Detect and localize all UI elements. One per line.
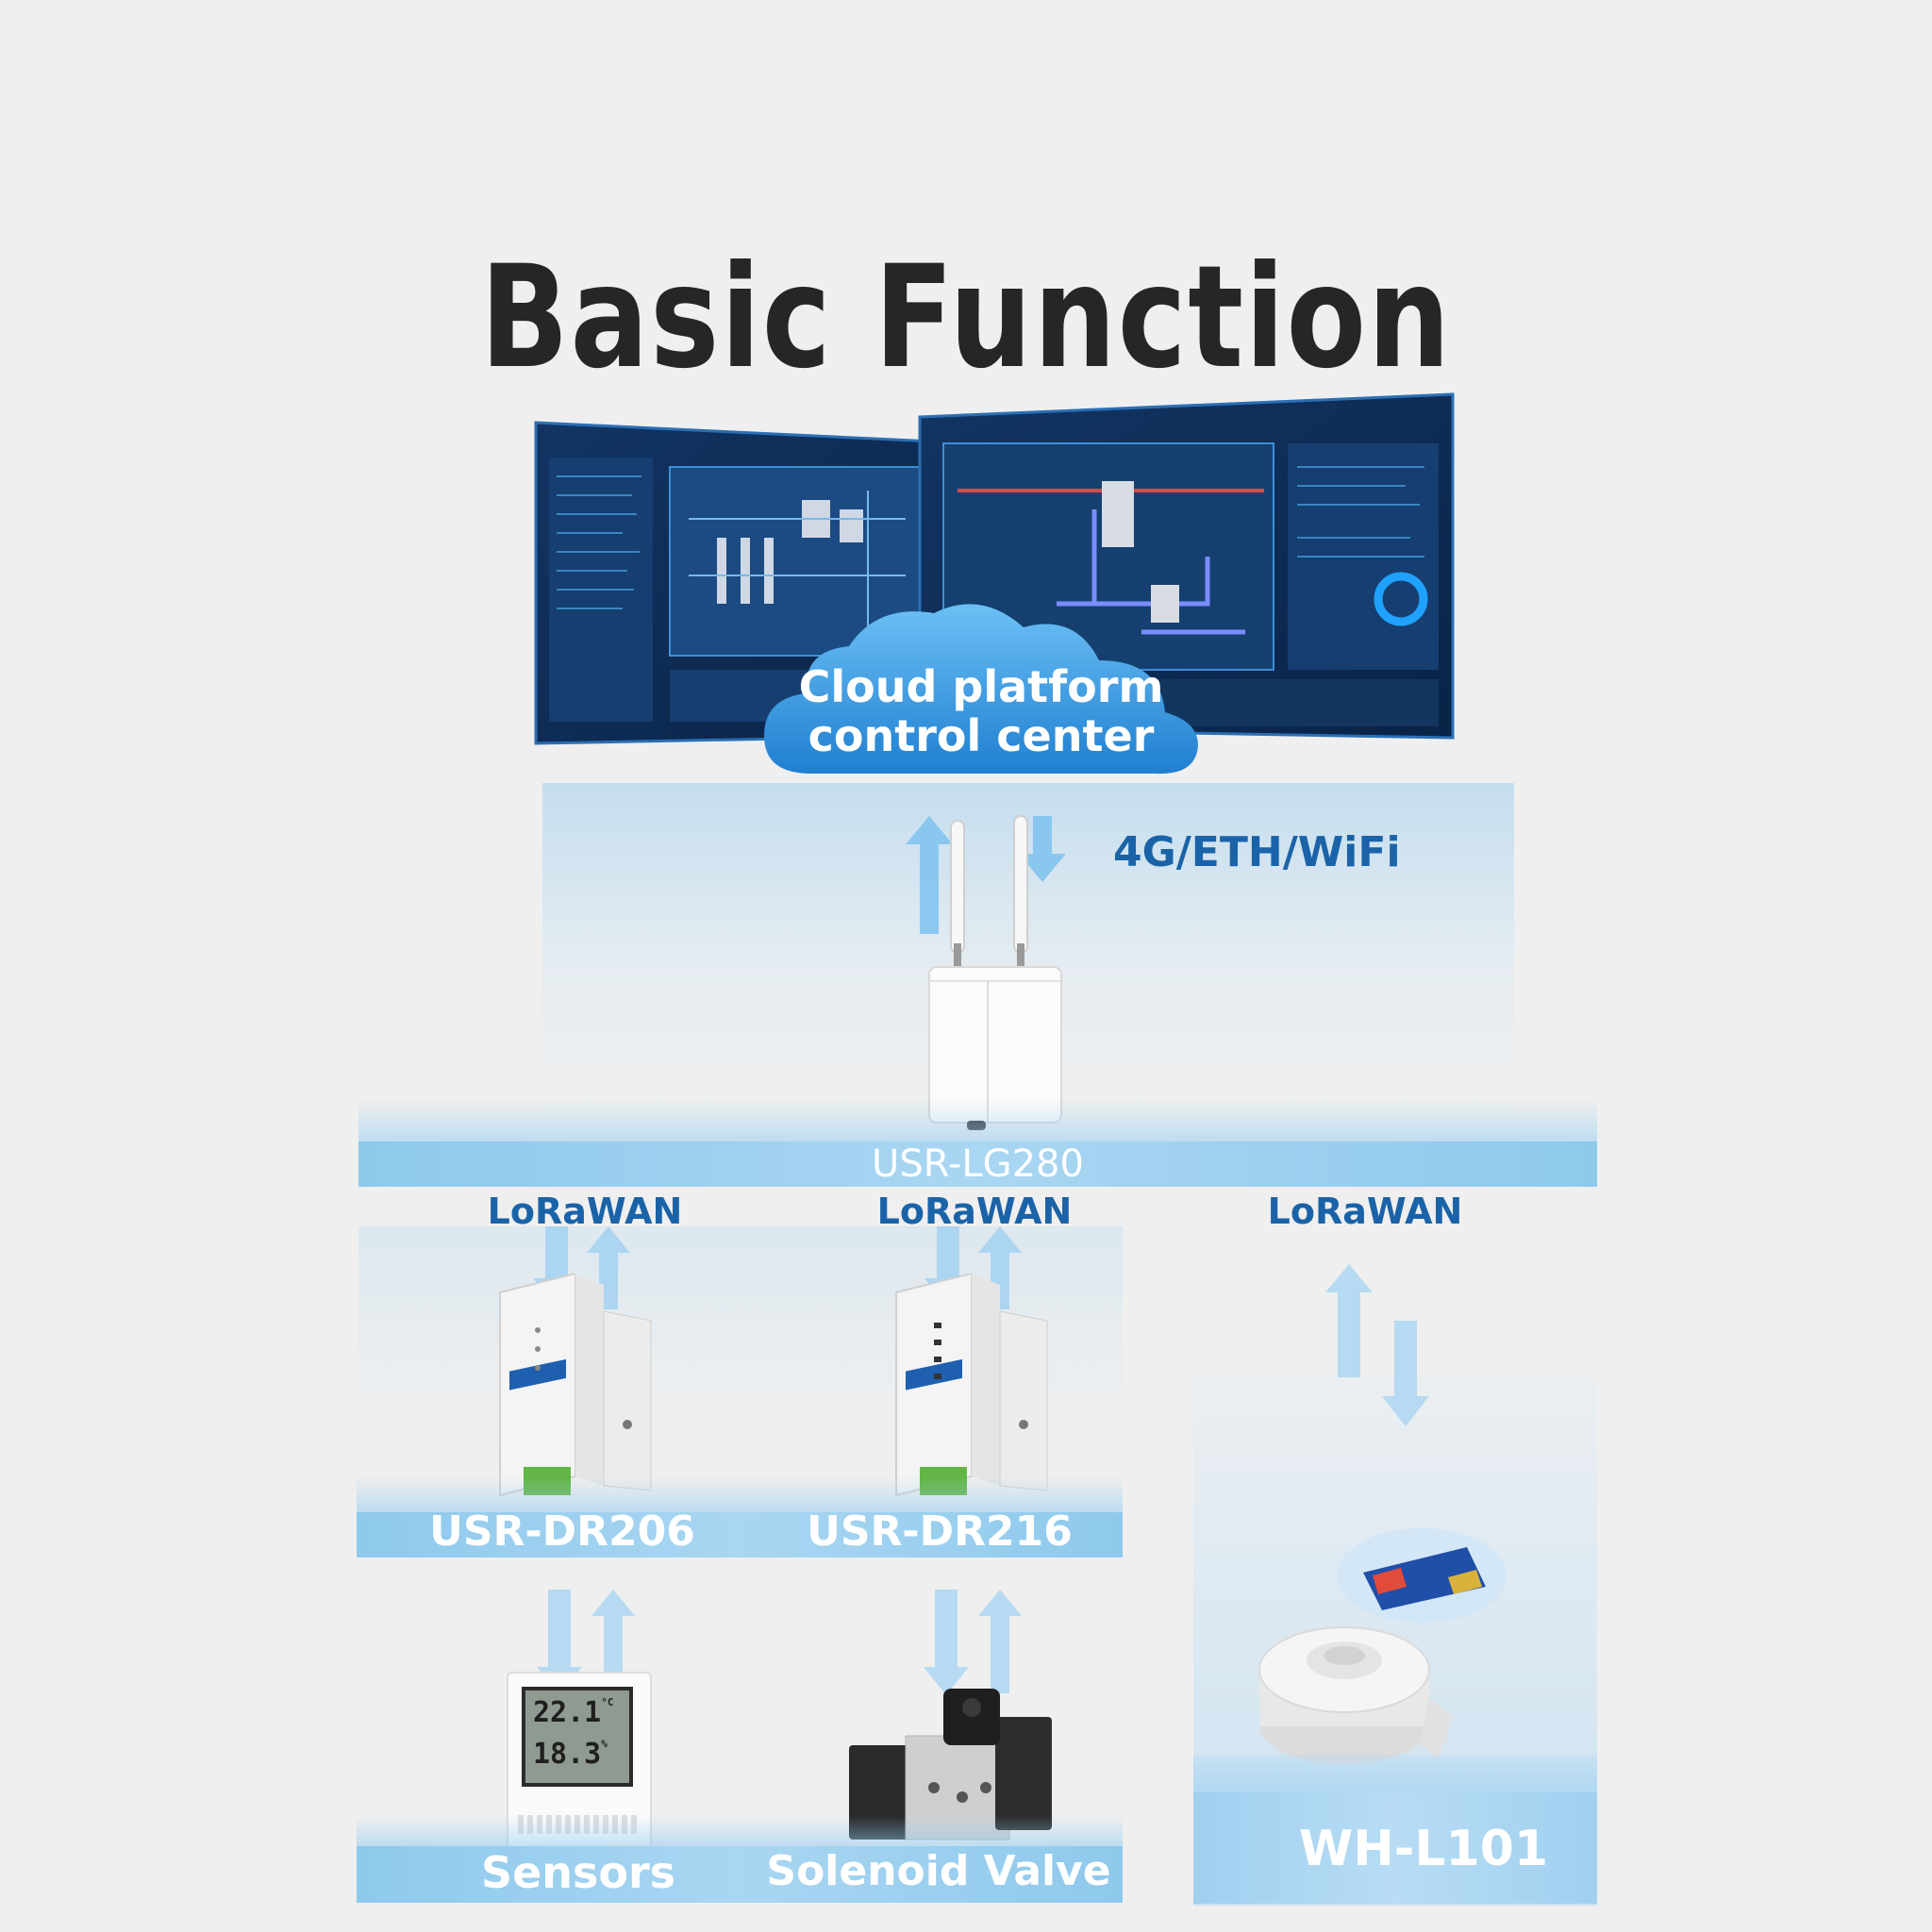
gateway-platform-top (358, 1099, 1597, 1141)
valve-label: Solenoid Valve (745, 1847, 1132, 1895)
lorawan-label-3: LoRaWAN (1224, 1191, 1507, 1232)
sensor-screen: 22.1°C 18.3% (522, 1687, 633, 1787)
wh-box-top (1193, 1755, 1597, 1792)
wh-l101-label: WH-L101 (1222, 1821, 1625, 1877)
dr216-device (877, 1274, 1057, 1505)
cloud-label-line1: Cloud platform (774, 662, 1189, 711)
sensors-label: Sensors (357, 1847, 800, 1898)
cloud-label-line2: control center (774, 711, 1189, 760)
dr216-label: USR-DR216 (734, 1507, 1145, 1556)
endpoint-platform-top (357, 1816, 1123, 1846)
gateway-bar: USR-LG280 (358, 1141, 1597, 1187)
uplink-label: 4G/ETH/WiFi (1113, 828, 1406, 876)
arrow-up-icon (1325, 1264, 1373, 1377)
gateway-device (920, 811, 1071, 1132)
smoke-detector-device (1250, 1604, 1457, 1774)
cloud-label: Cloud platform control center (774, 662, 1189, 760)
sensor-reading-bottom: 18.3% (533, 1738, 608, 1771)
sensor-temp-unit: °C (601, 1696, 613, 1708)
gateway-name: USR-LG280 (872, 1142, 1084, 1186)
sensor-humidity-value: 18.3 (533, 1738, 601, 1771)
sensor-reading-top: 22.1°C (533, 1696, 614, 1729)
sensor-temp-value: 22.1 (533, 1696, 601, 1729)
dr206-label: USR-DR206 (357, 1507, 768, 1556)
dr206-device (481, 1274, 660, 1505)
antenna-right (1014, 816, 1027, 953)
sensor-humidity-unit: % (601, 1738, 608, 1750)
arrow-up-icon (978, 1590, 1022, 1693)
lora-arrows-wh (1321, 1264, 1434, 1429)
antenna-left (951, 821, 964, 953)
page-title: Basic Function (174, 236, 1757, 400)
arrow-down-icon (1382, 1321, 1429, 1426)
